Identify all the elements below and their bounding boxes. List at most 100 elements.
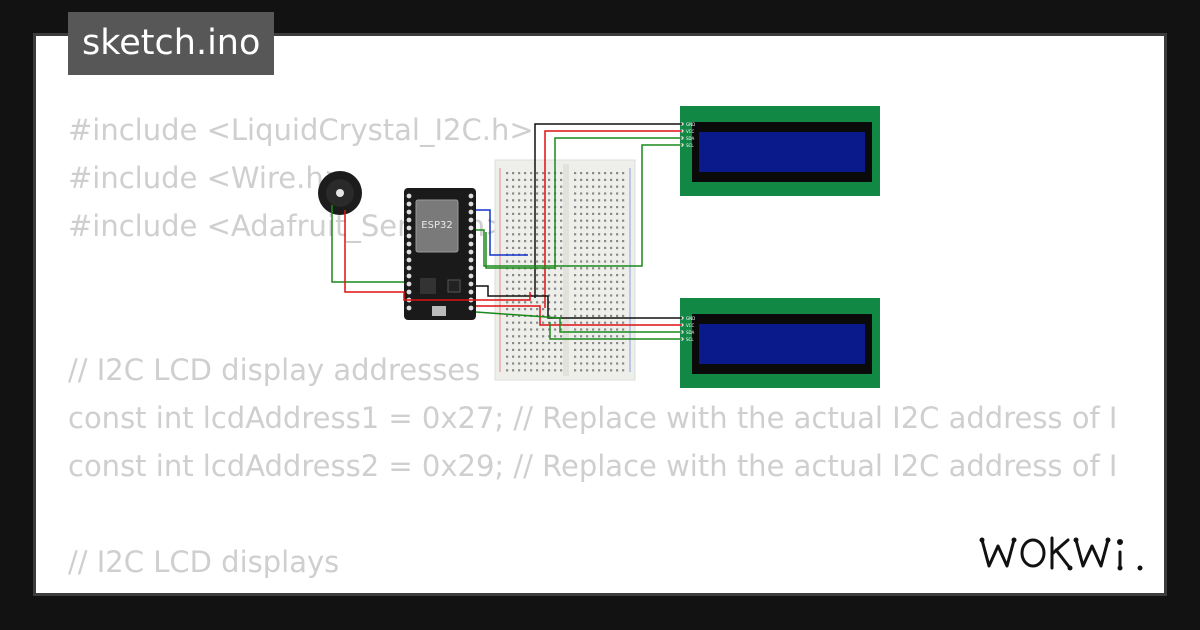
breadboard-hole <box>530 199 533 202</box>
breadboard-hole <box>598 342 601 345</box>
breadboard-hole <box>574 294 577 297</box>
breadboard-hole <box>548 369 551 372</box>
breadboard-hole <box>598 274 601 277</box>
breadboard-hole <box>524 199 527 202</box>
breadboard-hole <box>592 246 595 249</box>
lcd-display-2[interactable]: GND VCC SDA SCL <box>680 298 880 388</box>
breadboard-hole <box>542 199 545 202</box>
breadboard-hole <box>536 348 539 351</box>
breadboard-hole <box>616 192 619 195</box>
breadboard-hole <box>592 308 595 311</box>
breadboard-hole <box>574 308 577 311</box>
wire-lcd2-sda[interactable] <box>475 311 682 333</box>
esp32-pin <box>406 289 412 295</box>
breadboard-hole <box>530 206 533 209</box>
breadboard-hole <box>580 226 583 229</box>
wire-buzzer-green[interactable] <box>331 205 404 283</box>
breadboard-hole <box>548 219 551 222</box>
breadboard-hole <box>598 172 601 175</box>
breadboard-hole <box>622 185 625 188</box>
breadboard-hole <box>610 240 613 243</box>
breadboard-hole <box>598 308 601 311</box>
breadboard-hole <box>586 226 589 229</box>
wire-lcd1-vcc[interactable] <box>544 130 682 308</box>
breadboard-hole <box>536 301 539 304</box>
breadboard[interactable] <box>494 159 636 381</box>
breadboard-hole <box>536 199 539 202</box>
breadboard-hole <box>554 321 557 324</box>
breadboard-hole <box>548 321 551 324</box>
wire-lcd1-sda[interactable] <box>485 137 682 269</box>
breadboard-hole <box>616 342 619 345</box>
lcd-display-1[interactable]: GND VCC SDA SCL <box>680 106 880 196</box>
wires[interactable] <box>331 123 682 340</box>
esp32-pin <box>406 209 412 215</box>
lcd2-pin-label-sda: SDA <box>686 330 695 335</box>
breadboard-hole <box>574 280 577 283</box>
preview-card: #include <LiquidCrystal_I2C.h>#include <… <box>33 33 1167 596</box>
wire-lcd2-scl[interactable] <box>549 322 682 340</box>
breadboard-hole <box>560 206 563 209</box>
code-line-10: // I2C LCD displays <box>68 545 340 579</box>
breadboard-hole <box>604 219 607 222</box>
breadboard-hole <box>560 294 563 297</box>
breadboard-hole <box>580 342 583 345</box>
breadboard-hole <box>622 328 625 331</box>
logo-pin-dot <box>1067 565 1073 571</box>
breadboard-hole <box>542 348 545 351</box>
breadboard-hole <box>610 301 613 304</box>
breadboard-hole <box>554 369 557 372</box>
breadboard-hole <box>598 328 601 331</box>
breadboard-hole <box>542 185 545 188</box>
code-line-7: const int lcdAddress1 = 0x27; // Replace… <box>68 401 1118 435</box>
breadboard-hole <box>622 369 625 372</box>
breadboard-hole <box>548 274 551 277</box>
breadboard-hole <box>592 335 595 338</box>
wire-lcd1-gnd[interactable] <box>534 123 682 298</box>
lcd2-pin-label-scl: SCL <box>686 337 694 342</box>
breadboard-hole <box>604 301 607 304</box>
breadboard-hole <box>560 362 563 365</box>
breadboard-hole <box>548 287 551 290</box>
breadboard-hole <box>592 321 595 324</box>
breadboard-hole <box>524 301 527 304</box>
breadboard-hole <box>580 206 583 209</box>
breadboard-hole <box>574 253 577 256</box>
breadboard-hole <box>530 178 533 181</box>
breadboard-hole <box>616 301 619 304</box>
breadboard-hole <box>598 314 601 317</box>
breadboard-hole <box>616 274 619 277</box>
esp32-pin <box>406 225 412 231</box>
breadboard-hole <box>592 253 595 256</box>
breadboard-hole <box>592 287 595 290</box>
breadboard-hole <box>580 185 583 188</box>
esp32-board[interactable]: ESP32 <box>404 188 476 320</box>
buzzer[interactable] <box>318 171 362 215</box>
wire-lcd2-vcc[interactable] <box>476 305 682 326</box>
breadboard-hole <box>574 314 577 317</box>
breadboard-hole <box>530 274 533 277</box>
breadboard-hole <box>560 369 563 372</box>
breadboard-hole <box>536 172 539 175</box>
breadboard-hole <box>518 348 521 351</box>
breadboard-hole <box>592 240 595 243</box>
wire-lcd2-gnd[interactable] <box>476 285 682 319</box>
wire-buzzer-red[interactable] <box>344 210 531 301</box>
wire-blue[interactable] <box>476 209 528 256</box>
breadboard-hole <box>586 240 589 243</box>
breadboard-hole <box>622 240 625 243</box>
file-tab[interactable]: sketch.ino <box>68 12 275 75</box>
breadboard-hole <box>610 280 613 283</box>
breadboard-hole <box>518 314 521 317</box>
breadboard-hole <box>610 362 613 365</box>
breadboard-hole <box>512 172 515 175</box>
breadboard-hole <box>592 274 595 277</box>
code-editor[interactable]: #include <LiquidCrystal_I2C.h>#include <… <box>68 106 1164 593</box>
breadboard-hole <box>598 219 601 222</box>
breadboard-hole <box>622 314 625 317</box>
wire-lcd1-scl[interactable] <box>476 144 682 267</box>
breadboard-hole <box>574 206 577 209</box>
logo-pin-dot <box>1011 537 1017 543</box>
breadboard-hole <box>530 172 533 175</box>
